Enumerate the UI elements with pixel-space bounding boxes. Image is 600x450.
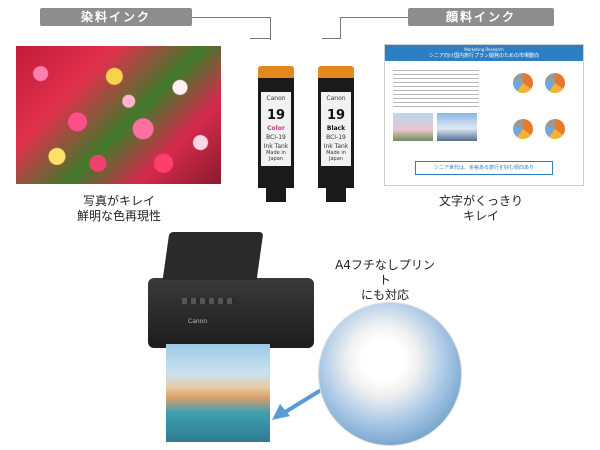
printer-brand: Canon	[188, 318, 208, 325]
pie-chart-icon	[513, 119, 533, 139]
dye-caption-line2: 鮮明な色再現性	[76, 209, 161, 223]
cartridge-label: Canon 19 Black BCI-19 Ink Tank Made in J…	[321, 92, 351, 166]
bracket-line	[322, 38, 341, 39]
document-footer: シニア世代は、余裕ある旅行を好む傾向あり	[415, 161, 553, 175]
pie-chart-icon	[513, 73, 533, 93]
a4-note-line2: にも対応	[360, 288, 409, 302]
bracket-line	[250, 38, 271, 39]
cartridge-color-label: Black	[326, 125, 346, 132]
printer: Canon	[148, 232, 314, 348]
cartridge-brand: Canon	[266, 95, 286, 102]
cartridge-body: Canon 19 Black BCI-19 Ink Tank Made in J…	[318, 78, 354, 188]
zoomed-photo-circle	[318, 302, 462, 446]
a4-note-line1: A4フチなしプリント	[335, 258, 435, 287]
black-ink-cartridge: Canon 19 Black BCI-19 Ink Tank Made in J…	[318, 66, 354, 202]
document-header: Marketing Research シニア向け国内旅行プラン開発のための市場動…	[385, 45, 583, 61]
dye-ink-bracket	[192, 17, 271, 40]
cartridge-origin: Made in Japan	[326, 150, 346, 162]
cartridge-sub: Ink Tank	[323, 143, 349, 150]
document-photo	[393, 113, 433, 141]
a4-note: A4フチなしプリント にも対応	[330, 258, 440, 303]
cartridge-foot	[326, 188, 346, 202]
bracket-line	[270, 17, 271, 39]
printed-photo	[166, 344, 270, 442]
cartridge-model: BCI-19	[266, 134, 286, 141]
document-text-block	[393, 67, 479, 107]
cartridge-brand: Canon	[326, 95, 346, 102]
document-header-small: Marketing Research	[464, 47, 504, 52]
document-photo	[437, 113, 477, 141]
dye-ink-caption: 写真がキレイ 鮮明な色再現性	[50, 194, 188, 224]
document-sample: Marketing Research シニア向け国内旅行プラン開発のための市場動…	[384, 44, 584, 186]
cartridge-number: 19	[326, 108, 346, 123]
document-header-title: シニア向け国内旅行プラン開発のための市場動向	[428, 53, 539, 59]
cartridge-cap	[318, 66, 354, 78]
cartridge-label: Canon 19 Color BCI-19 Ink Tank Made in J…	[261, 92, 291, 166]
printer-buttons	[182, 298, 236, 304]
pigment-caption-line2: キレイ	[462, 209, 499, 223]
dye-caption-line1: 写真がキレイ	[82, 194, 155, 208]
cartridge-cap	[258, 66, 294, 78]
pie-chart-icon	[545, 73, 565, 93]
pie-chart-icon	[545, 119, 565, 139]
cartridge-foot	[266, 188, 286, 202]
cartridge-model: BCI-19	[326, 134, 346, 141]
dye-ink-tag: 染料インク	[40, 8, 192, 26]
cartridge-origin: Made in Japan	[266, 150, 286, 162]
pigment-caption-line1: 文字がくっきり	[438, 194, 523, 208]
bracket-line	[340, 17, 408, 18]
flower-photo	[16, 46, 221, 184]
pigment-ink-caption: 文字がくっきり キレイ	[416, 194, 546, 224]
cartridge-body: Canon 19 Color BCI-19 Ink Tank Made in J…	[258, 78, 294, 188]
pigment-ink-tag: 顔料インク	[408, 8, 554, 26]
cartridge-color-label: Color	[267, 125, 285, 132]
bracket-line	[340, 17, 341, 39]
cartridge-number: 19	[266, 108, 286, 123]
cartridge-sub: Ink Tank	[263, 143, 289, 150]
color-ink-cartridge: Canon 19 Color BCI-19 Ink Tank Made in J…	[258, 66, 294, 202]
printer-paper-tray	[162, 232, 264, 280]
